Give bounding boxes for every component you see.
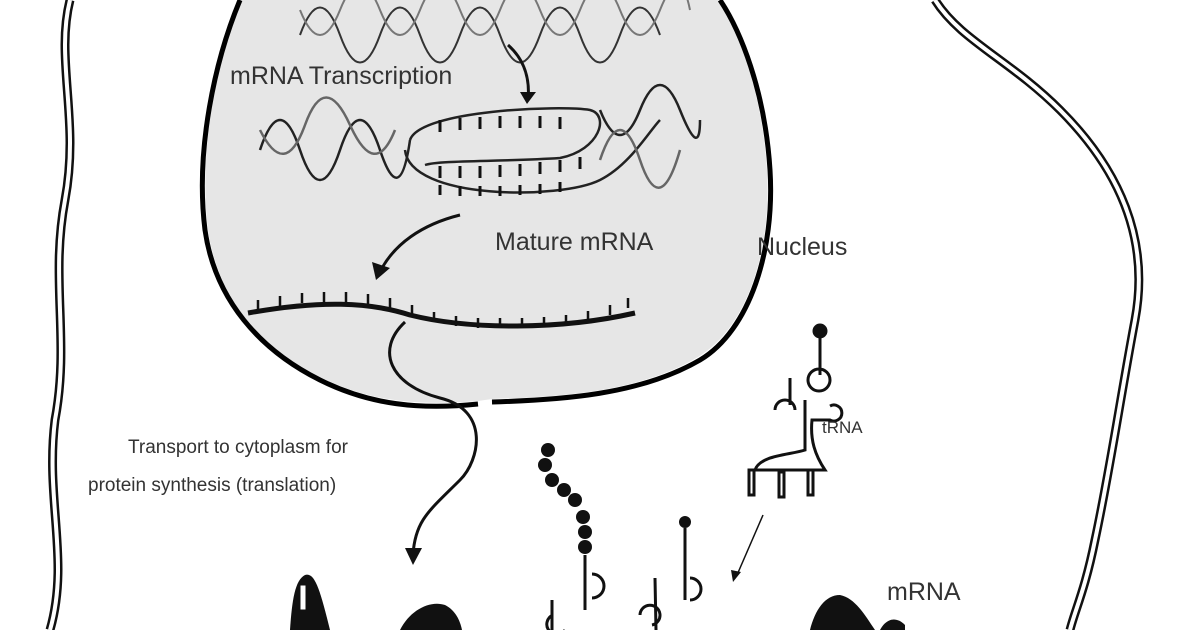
trna-molecule [747, 323, 844, 499]
polypeptide-chain [538, 443, 691, 554]
mature-mrna-strand [247, 292, 636, 329]
label-transport-line1: Transport to cytoplasm for [128, 437, 348, 458]
nucleus-envelope-right [491, 0, 774, 405]
ribosome-left [290, 574, 462, 630]
label-mature-mrna: Mature mRNA [495, 228, 654, 256]
nucleus [205, 0, 768, 403]
label-trna: tRNA [822, 418, 863, 437]
transport-arrowhead [405, 548, 422, 565]
cell-membrane [45, 0, 1144, 630]
transport-arrow [388, 320, 478, 556]
label-mrna-transcription: mRNA Transcription [230, 62, 453, 90]
transcription-arrowhead [520, 92, 536, 104]
label-transport-line2: protein synthesis (translation) [88, 475, 337, 496]
maturation-arrowhead [372, 262, 390, 280]
label-mrna: mRNA [887, 578, 961, 606]
label-nucleus: Nucleus [757, 233, 848, 261]
trna-arrow [736, 514, 764, 576]
ribosome-trnas [545, 528, 703, 630]
trna-arrowhead [731, 570, 741, 582]
nucleus-envelope-left [199, 0, 479, 409]
ribosome-right [810, 595, 905, 630]
dna-transcription-bubble [258, 83, 702, 196]
dna-helix-top [299, 0, 691, 64]
maturation-arrow [380, 213, 461, 269]
